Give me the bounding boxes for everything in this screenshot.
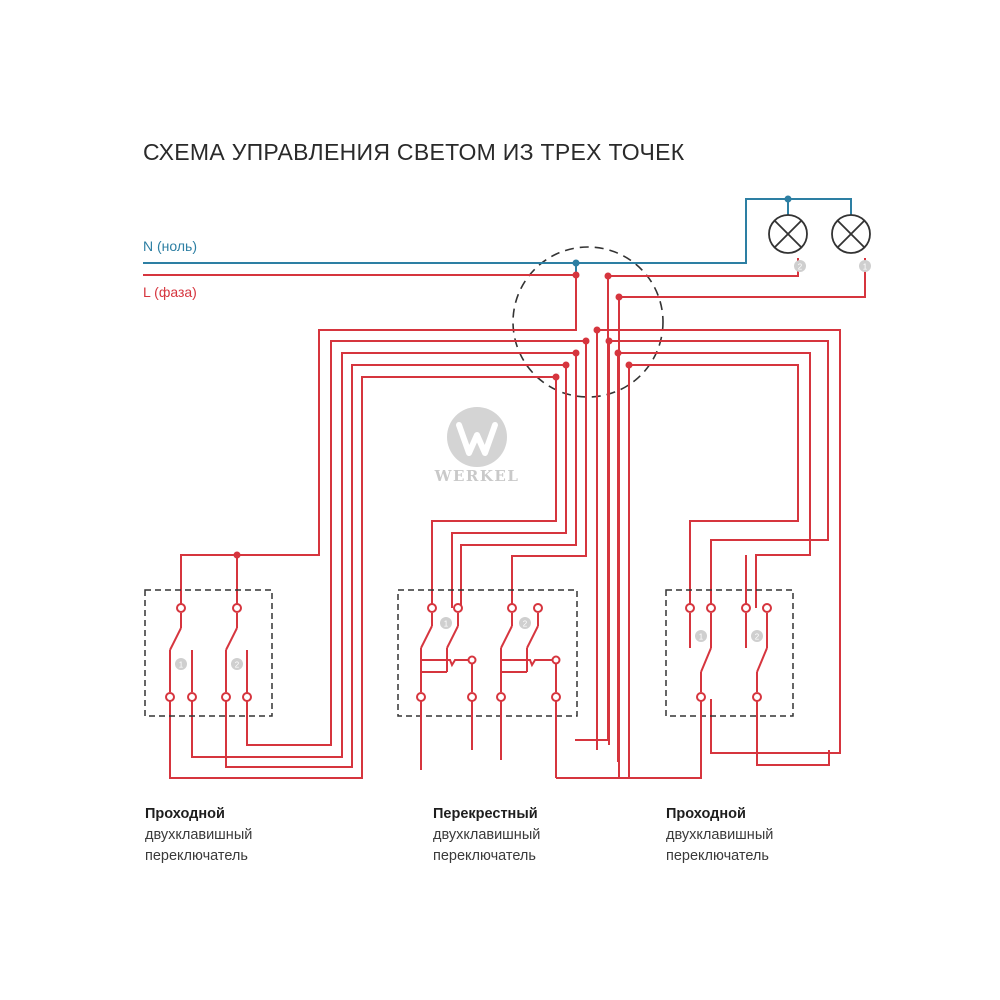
brand-logo-text: WERKEL [434,467,520,485]
lamp-1: 1 [831,214,871,272]
switch-3-caption: Проходной двухклавишный переключатель [666,804,773,867]
lamp-2-number: 2 [798,263,803,272]
switch-1-key-2: 2 [235,661,240,670]
right-wires [596,329,841,778]
switch-1-caption: Проходной двухклавишный переключатель [145,804,252,867]
neutral-line [143,198,852,287]
switch-2-line3: переключатель [433,848,536,864]
switch-2-line2: двухклавишный [433,827,541,843]
switch-1-line3: переключатель [145,848,248,864]
lamp-2: 2 [768,214,808,272]
switch-3-type: Проходной [666,806,746,822]
switch-2-key-2: 2 [523,620,528,629]
lamp-1-number: 1 [863,263,868,272]
brand-logo: WERKEL [433,405,521,485]
neutral-label: N (ноль) [143,238,197,254]
switch-3-key-2: 2 [755,633,760,642]
phase-label: L (фаза) [143,284,197,300]
switch-3-line3: переключатель [666,848,769,864]
werkel-w-logo-icon [447,407,507,467]
left-wires [169,340,587,779]
switch-2-key-1: 1 [444,620,449,629]
switch-3-key-1: 1 [699,633,704,642]
switch-2-caption: Перекрестный двухклавишный переключатель [433,804,540,867]
switch-1-line2: двухклавишный [145,827,253,843]
switch-2-type: Перекрестный [433,806,538,822]
switch-2-cross: 1 2 [397,589,578,778]
switch-1-pass-through: 1 2 [144,589,273,717]
junction-dots [233,195,792,559]
switch-1-type: Проходной [145,806,225,822]
page-title: СХЕМА УПРАВЛЕНИЯ СВЕТОМ ИЗ ТРЕХ ТОЧЕК [143,139,685,165]
switch-1-key-1: 1 [179,661,184,670]
junction-box [512,246,664,398]
switch-3-line2: двухклавишный [666,827,774,843]
switch-3-pass-through: 1 2 [619,555,830,779]
